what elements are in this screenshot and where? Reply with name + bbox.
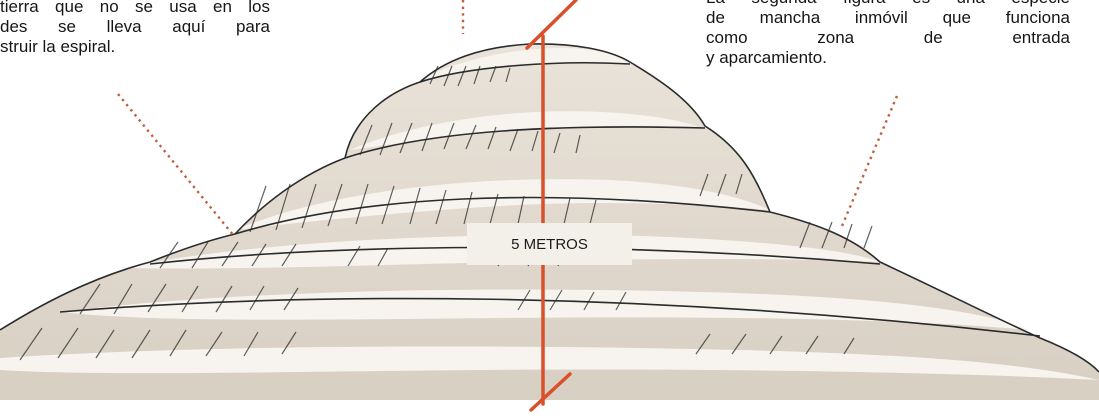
measure-tick-top [525,0,578,50]
callout-left-line: des se lleva aquí para [0,17,270,36]
callout-right-line: La segunda figura es una especie [706,0,1070,8]
callout-right-line: de mancha inmóvil que funciona [706,8,1070,27]
callout-left-line: tierra que no se usa en los [0,0,270,16]
leader-left [117,93,235,237]
measure-label: 5 METROS [467,223,632,265]
callout-left: tierra que no se usa en los des se lleva… [0,0,270,57]
callout-right: La segunda figura es una especie de manc… [706,0,1070,68]
leader-right [840,95,899,227]
callout-right-line: y aparcamiento. [706,48,827,67]
height-measure [525,0,578,412]
measure-tick-bottom [529,372,572,412]
mound-silhouette [0,43,1099,400]
leader-lines [117,0,899,237]
callout-left-line: struir la espiral. [0,37,116,56]
terrace-outlines [0,43,1099,373]
callout-right-line: como zona de entrada [706,28,1070,47]
